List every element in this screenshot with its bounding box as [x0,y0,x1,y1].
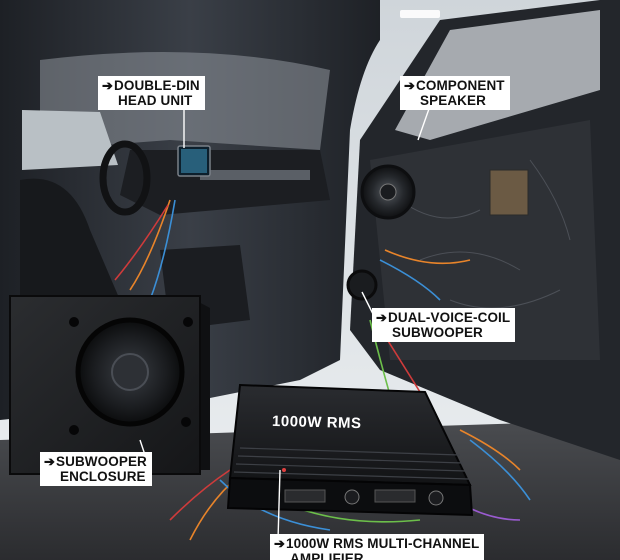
amp-knob [428,490,444,506]
amp-terminals [374,489,416,503]
door-panel-foil [370,120,600,360]
label-amplifier-line2: AMPLIFIER [290,551,364,560]
dash-trim [200,170,310,180]
label-dual-voice-coil-line1: DUAL-VOICE-COIL [388,310,511,325]
amp-indicator [282,468,286,472]
label-amplifier: ➔1000W RMS MULTI-CHANNEL AMPLIFIER [270,534,485,560]
rear-window [22,110,118,170]
dashboard [120,150,330,215]
box-screw [183,317,193,327]
label-head-unit-line2: HEAD UNIT [118,93,193,108]
arrow-right-icon: ➔ [404,78,415,93]
label-sub-enclosure-line1: SUBWOOPER [56,454,147,469]
door-module [489,169,529,216]
label-dual-voice-coil-line2: SUBWOOPER [392,325,483,340]
label-component-speaker-line1: COMPONENT [416,78,505,93]
arrow-right-icon: ➔ [102,78,113,93]
box-screw [69,425,79,435]
amplifier-face-text: 1000W RMS [271,412,362,433]
label-head-unit-line1: DOUBLE-DIN [114,78,200,93]
arrow-right-icon: ➔ [274,536,285,551]
box-screw [181,417,191,427]
arrow-right-icon: ➔ [376,310,387,325]
label-dual-voice-coil: ➔DUAL-VOICE-COIL SUBWOOPER [372,308,516,342]
label-amplifier-line1: 1000W RMS MULTI-CHANNEL [286,536,480,551]
door-woofer [346,269,378,301]
label-component-speaker-line2: SPEAKER [420,93,486,108]
box-screw [69,317,79,327]
label-head-unit: ➔DOUBLE-DIN HEAD UNIT [98,76,205,110]
label-component-speaker: ➔COMPONENT SPEAKER [400,76,510,110]
amplifier-heatsink-fins [233,447,470,480]
steering-wheel [99,140,151,216]
amp-knob [344,489,360,505]
component-speaker-dome [379,183,397,201]
head-unit-display [181,149,207,173]
driver-seat [20,178,120,320]
arrow-right-icon: ➔ [44,454,55,469]
subwoofer-dustcap [111,353,149,391]
door-foil-highlights [399,159,571,309]
label-sub-enclosure: ➔SUBWOOPER ENCLOSURE [40,452,152,486]
label-sub-enclosure-line2: ENCLOSURE [60,469,146,484]
amp-terminals [284,489,326,503]
